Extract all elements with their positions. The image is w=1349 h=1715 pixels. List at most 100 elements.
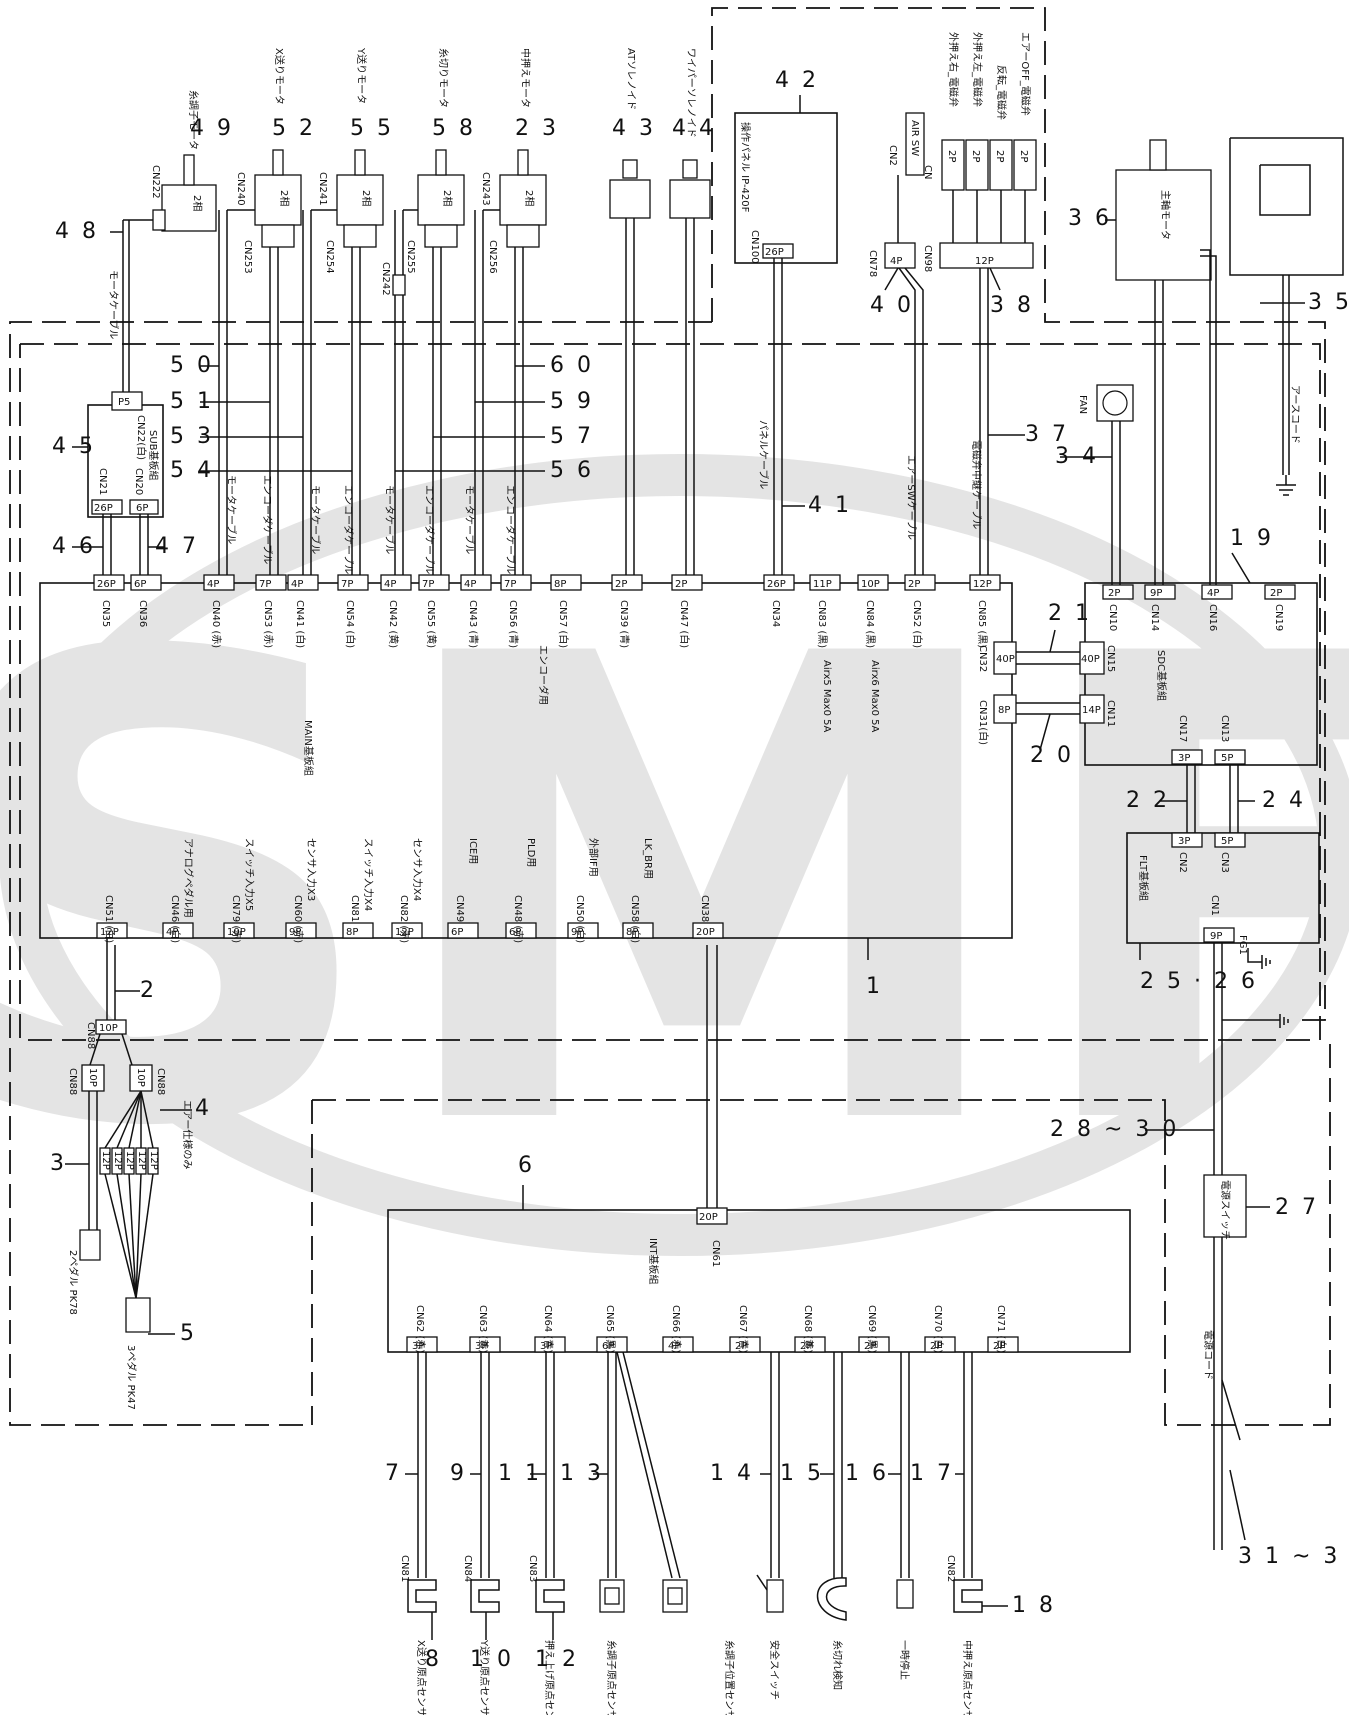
sub-cn22-connector xyxy=(111,391,143,411)
flt-board: FLT基板組 3P CN2 5P CN3 9P CN1 FG1 xyxy=(1126,765,1320,969)
pedal-12p-pin-4: 12P xyxy=(148,1151,159,1170)
sub-cn21-connector xyxy=(91,499,123,515)
cn100-connector xyxy=(762,243,794,259)
sub-cn21-label: CN21 xyxy=(97,468,108,495)
motor-58-body xyxy=(417,174,465,226)
operation-panel-42 xyxy=(734,112,838,264)
sub-cn20-label: CN20 xyxy=(133,468,144,495)
device-49-label: 糸調子モータ xyxy=(187,90,200,150)
sdc-cn15-connector xyxy=(1079,641,1105,675)
valve-1-pin: 2P xyxy=(946,150,957,162)
sensor-s13a-window-icon xyxy=(604,1587,620,1605)
main-top-connector-5 xyxy=(337,574,369,591)
cn78-connector xyxy=(884,242,916,269)
sdc-cn10-label: CN10 xyxy=(1107,604,1118,631)
main-bottom-pin-6: 6P xyxy=(451,927,463,938)
callout-c9: 9 xyxy=(450,1461,467,1486)
main-bottom-connector-1 xyxy=(162,922,194,939)
air-switch-label: AIR SW xyxy=(909,120,920,156)
cn32-pin: 40P xyxy=(996,654,1015,665)
encoder-58 xyxy=(424,224,458,248)
main-board-label: MAIN基板組 xyxy=(302,720,315,776)
main-bottom-label-9: CN58 (白) xyxy=(629,895,642,943)
callout-c15: 1 5 xyxy=(780,1461,824,1486)
top-motors: 2相 CN222 糸調子モータ 2相 CN240 CN253 X送りモータ 2相… xyxy=(150,32,1344,585)
sdc-cn13-pin: 5P xyxy=(1221,753,1233,764)
sub-cn21-pin: 26P xyxy=(94,503,113,514)
main-top-pin-7: 7P xyxy=(422,579,434,590)
cn242-connector xyxy=(392,274,406,296)
main-top-label-17: CN85 (黒) xyxy=(976,600,988,648)
callout-c3: 3 xyxy=(50,1151,67,1176)
main-bottom-connector-3 xyxy=(285,922,317,939)
main-bottom-note-7: PLD用 xyxy=(525,838,536,867)
air-option-label: エアー仕様のみ xyxy=(181,1100,194,1169)
callout-c7: 7 xyxy=(385,1461,402,1486)
main-top-pin-5: 7P xyxy=(341,579,353,590)
callout-c52: 5 2 xyxy=(272,116,316,141)
callout-c57: 5 7 xyxy=(550,424,594,449)
motor-55-shaft xyxy=(354,149,366,176)
main-top-connector-14 xyxy=(809,574,841,591)
main-bottom-connector-0 xyxy=(96,922,128,939)
callout-c42: 4 2 xyxy=(775,68,819,93)
callout-c55: 5 5 xyxy=(350,116,394,141)
main-bottom-connector-2 xyxy=(223,922,255,939)
motor-58-shaft xyxy=(435,149,447,176)
main-top-pin-9: 7P xyxy=(504,579,516,590)
sdc-cn16-connector xyxy=(1201,584,1233,600)
valve-1 xyxy=(941,139,965,191)
flt-cn2-label: CN2 xyxy=(1177,852,1188,873)
int-connector-6 xyxy=(794,1336,826,1353)
motor-23-unit: 2相 xyxy=(523,190,536,206)
main-top-pin-6: 4P xyxy=(384,579,396,590)
int-pin-6: 2P xyxy=(800,1341,812,1352)
main-bottom-label-6: CN49 xyxy=(454,895,465,922)
cn31-connector xyxy=(993,694,1017,724)
main-top-label-12: CN47 (白) xyxy=(678,600,691,648)
cable-label-57: エンコーダケーブル xyxy=(423,485,436,574)
cn98-connector xyxy=(939,242,1034,269)
flt-fg1-label: FG1 xyxy=(1237,935,1248,955)
cn88-main-label: CN88 xyxy=(85,1022,96,1049)
callout-c20: 2 0 xyxy=(1030,743,1074,768)
main-bottom-pin-9: 8P xyxy=(626,927,638,938)
callout-c5: 5 xyxy=(180,1321,197,1346)
callout-leader-c20 xyxy=(1039,713,1051,751)
main-bottom-connector-6 xyxy=(447,922,479,939)
int-label-0: CN62 (赤) xyxy=(414,1305,426,1353)
callout-c23: 2 3 xyxy=(515,116,559,141)
flt-board-label: FLT基板組 xyxy=(1137,855,1150,901)
cable-label-50: モータケーブル xyxy=(225,475,238,544)
sub-cn22-pin: P5 xyxy=(118,397,130,408)
main-bottom-connector-4 xyxy=(342,922,374,939)
main-top-pin-17: 12P xyxy=(973,579,992,590)
main-bottom-connector-5 xyxy=(391,922,423,939)
sensor-s18-icon xyxy=(953,1579,983,1613)
main-top-connector-6 xyxy=(380,574,412,591)
main-top-pin-2: 4P xyxy=(207,579,219,590)
int-label-4: CN66 (赤) xyxy=(670,1305,682,1353)
solenoid-43 xyxy=(609,179,651,219)
callout-c2: 2 xyxy=(140,978,157,1003)
callout-c41: 4 1 xyxy=(808,493,852,518)
main-top-pin-13: 26P xyxy=(767,579,786,590)
callout-c36: 3 6 xyxy=(1068,206,1112,231)
main-bottom-note-6: ICE用 xyxy=(467,838,478,864)
main-top-label-10: CN57 (白) xyxy=(557,600,570,648)
sdc-board: SDC基板組 2P CN10 9P CN14 4P CN16 2P CN19 4… xyxy=(1079,582,1318,766)
sensor-s10-icon xyxy=(470,1579,500,1613)
main-top-connector-15 xyxy=(857,574,889,591)
cn88-connector-2pedal xyxy=(81,1064,105,1092)
main-top-label-8: CN43 (青) xyxy=(467,600,480,648)
sensor-s12-label: 押え上げ原点センサ xyxy=(543,1640,556,1715)
int-pin-3: 6P xyxy=(602,1341,614,1352)
int-label-5: CN67 (青) xyxy=(737,1305,750,1353)
cn241-label: CN241 xyxy=(317,172,328,206)
motor-23-body xyxy=(499,174,547,226)
valve-3-label: 反転_電磁弁 xyxy=(995,65,1008,120)
pedal-12p-pin-2: 12P xyxy=(124,1151,135,1170)
